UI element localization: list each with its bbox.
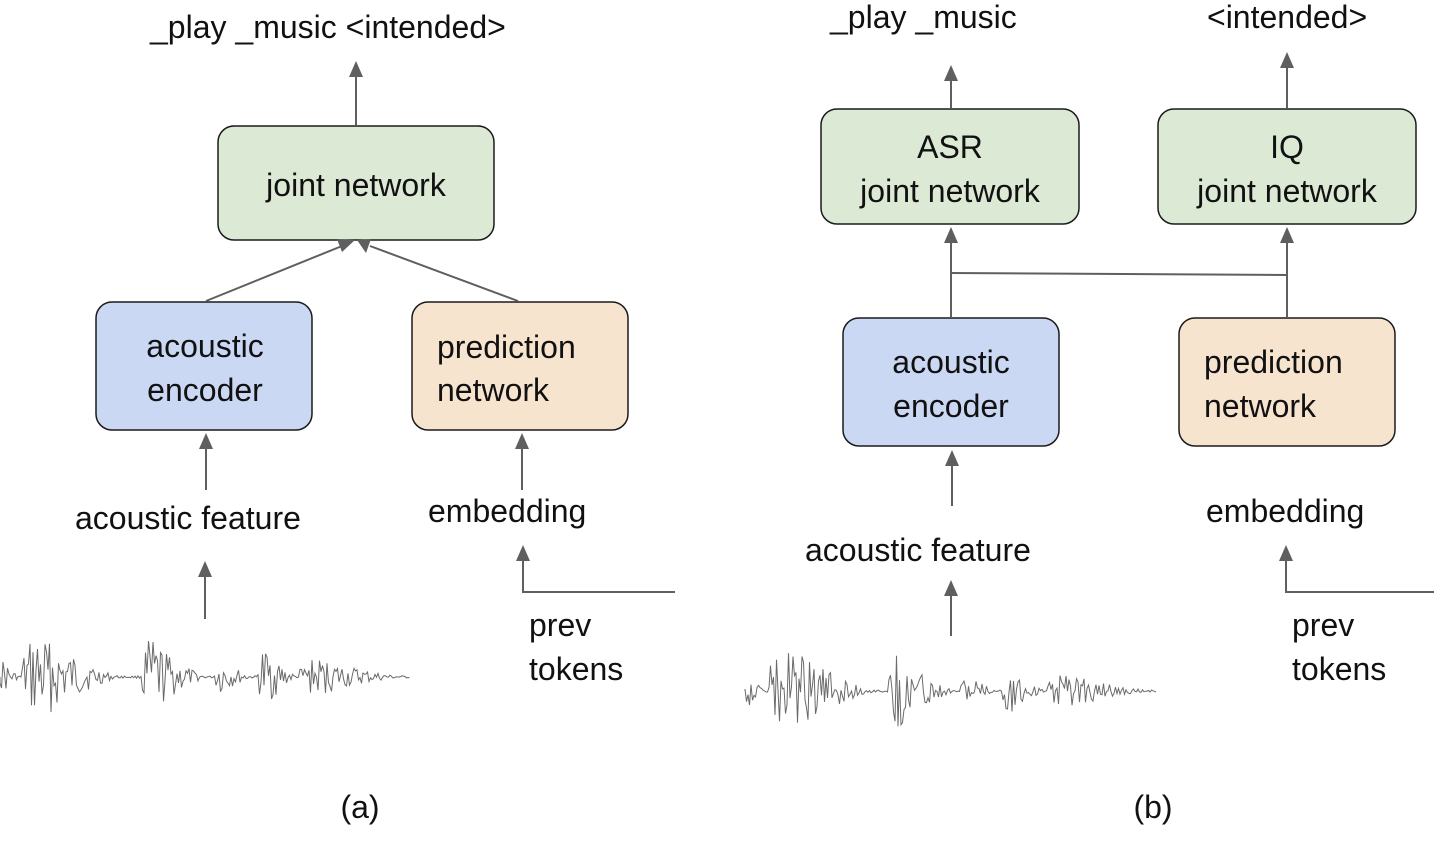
acoustic-encoder-a	[95, 301, 313, 431]
iq-joint-network-label-line2: joint network	[1196, 173, 1378, 209]
iq-output-label: <intended>	[1207, 0, 1367, 35]
prev-tokens-a-line1: prev	[529, 607, 591, 643]
diagram-b: _play _music <intended> ASR joint networ…	[744, 0, 1434, 825]
acoustic-encoder-b	[842, 317, 1060, 447]
arrowhead-iq-to-output	[1280, 52, 1294, 68]
acoustic-encoder-b-label-line1: acoustic	[892, 344, 1009, 380]
arrowhead-asr-to-output	[944, 65, 958, 81]
prediction-network-b-label-line1: prediction	[1204, 344, 1343, 380]
prediction-network-a-label-line1: prediction	[437, 329, 576, 365]
arrowhead-encoder-to-joint-a	[337, 239, 355, 252]
arrowhead-encoder-to-asr	[944, 227, 958, 243]
asr-joint-network	[820, 108, 1080, 225]
prev-tokens-a-line2: tokens	[529, 651, 623, 687]
joint-network-a	[217, 125, 495, 241]
acoustic-encoder-a-label-line2: encoder	[147, 372, 263, 408]
prev-tokens-b-line1: prev	[1292, 607, 1354, 643]
arrowhead-prediction-to-iq	[1280, 227, 1294, 243]
asr-output-label: _play _music	[829, 0, 1017, 35]
output-label-a: _play _music <intended>	[149, 9, 506, 45]
arrow-prediction-to-joint-a	[369, 245, 519, 302]
acoustic-feature-b: acoustic feature	[805, 532, 1031, 568]
arrow-encoder-to-joint-a	[205, 245, 343, 302]
caption-a: (a)	[340, 789, 379, 825]
arrowhead-wave-to-feature-a	[198, 561, 212, 577]
caption-b: (b)	[1133, 789, 1172, 825]
acoustic-encoder-b-label-line2: encoder	[893, 388, 1009, 424]
prediction-network-a-label-line2: network	[437, 372, 550, 408]
prev-tokens-path-b	[1285, 560, 1434, 593]
asr-joint-network-label-line1: ASR	[917, 129, 983, 165]
arrowhead-feature-to-encoder-b	[945, 450, 959, 466]
arrowhead-prev-tokens-b	[1279, 545, 1293, 561]
audio-waveform-a	[0, 640, 410, 713]
prev-tokens-path-a	[522, 560, 675, 593]
acoustic-encoder-a-label-line1: acoustic	[146, 328, 263, 364]
arrowhead-feature-to-encoder-a	[199, 433, 213, 449]
diagram-a: _play _music <intended> joint network ac…	[0, 9, 675, 825]
arrowhead-embedding-to-prediction-a	[515, 433, 529, 449]
arrowhead-prev-tokens-a	[516, 545, 530, 561]
acoustic-feature-a: acoustic feature	[75, 500, 301, 536]
arrowhead-joint-to-output-a	[349, 61, 363, 77]
asr-joint-network-label-line2: joint network	[859, 173, 1041, 209]
joint-network-a-label: joint network	[265, 167, 447, 203]
arrowhead-prediction-to-joint-a	[357, 239, 371, 253]
prediction-network-b	[1178, 317, 1396, 447]
iq-joint-network-label-line1: IQ	[1270, 129, 1304, 165]
prev-tokens-b-line2: tokens	[1292, 651, 1386, 687]
iq-joint-network	[1157, 108, 1417, 225]
prediction-network-b-label-line2: network	[1204, 388, 1317, 424]
embedding-a: embedding	[428, 493, 586, 529]
arrowhead-wave-to-feature-b	[944, 580, 958, 596]
cross-connector	[950, 272, 1288, 276]
embedding-b: embedding	[1206, 493, 1364, 529]
prediction-network-a	[411, 301, 629, 431]
audio-waveform-b	[744, 653, 1157, 727]
